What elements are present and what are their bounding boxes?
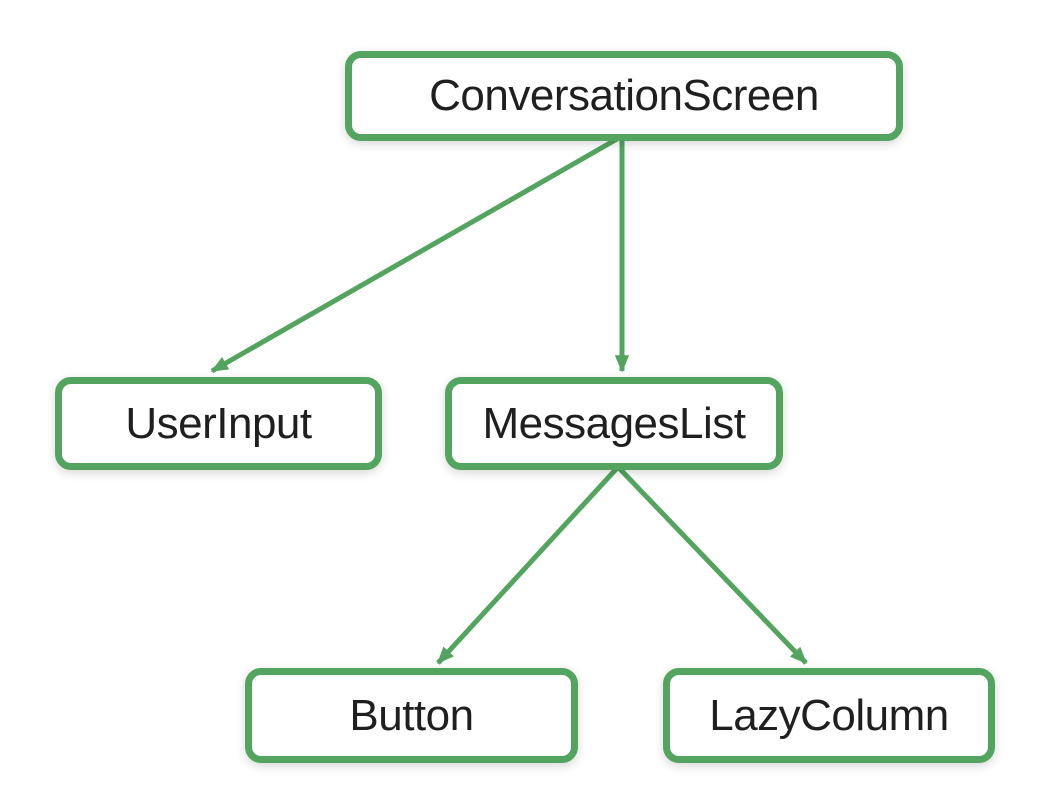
node-messages-list: MessagesList (445, 377, 783, 470)
node-label: LazyColumn (709, 690, 949, 740)
node-button: Button (245, 668, 578, 763)
edge-messageslist-button (436, 465, 620, 665)
node-label: UserInput (125, 398, 312, 448)
node-label: ConversationScreen (429, 71, 819, 120)
node-lazy-column: LazyColumn (663, 668, 995, 763)
node-label: Button (349, 690, 474, 740)
node-user-input: UserInput (55, 377, 382, 470)
node-label: MessagesList (482, 398, 746, 448)
edge-conversationscreen-userinput (210, 136, 619, 374)
edge-messageslist-lazycolumn (616, 465, 808, 665)
node-conversation-screen: ConversationScreen (345, 51, 903, 141)
